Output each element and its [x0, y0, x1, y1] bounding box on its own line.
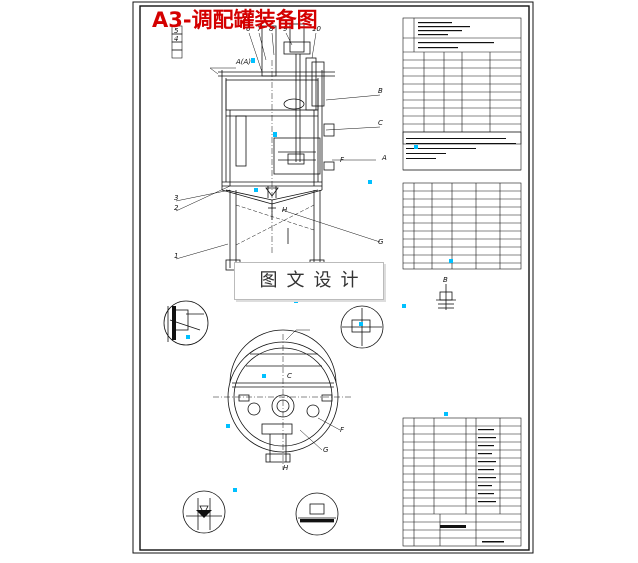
- parts-table-text: [440, 429, 504, 543]
- outer-frame: [132, 1, 534, 554]
- nozzle-table: [402, 182, 522, 270]
- plan-mark-g: G: [323, 446, 329, 454]
- leader-1: 1: [174, 252, 178, 260]
- leader-2: 2: [174, 204, 179, 212]
- view-b-label: B: [443, 276, 448, 284]
- drawing-title: A3-调配罐装备图: [152, 8, 318, 32]
- leader-9: 9: [283, 25, 288, 33]
- watermark-badge: 图文设计: [234, 262, 384, 300]
- detail-hatching: [172, 306, 334, 522]
- spec-table: [402, 17, 522, 171]
- leader-7: 7: [257, 25, 262, 33]
- leader-labels: 5 4 3 2 1 6 7 8 9 10 A(A) B C F A G H B …: [174, 25, 448, 472]
- plan-mark-f: F: [340, 426, 345, 434]
- plan-mark-c: C: [287, 372, 292, 380]
- vessel-elevation: [175, 23, 381, 271]
- mark-view-a: A: [381, 154, 387, 162]
- highlight-marks: [186, 58, 453, 492]
- mark-b: B: [378, 87, 383, 95]
- plan-view: [213, 329, 353, 470]
- mark-g: G: [378, 238, 384, 246]
- leader-8: 8: [269, 25, 274, 33]
- mark-h: H: [282, 206, 288, 214]
- spec-table-text: [406, 22, 516, 159]
- mark-f: F: [340, 156, 345, 164]
- leader-4: 4: [174, 35, 178, 43]
- parts-table: [402, 417, 522, 547]
- leader-stack: [171, 25, 183, 59]
- leader-3: 3: [174, 194, 178, 202]
- leader-10: 10: [312, 25, 321, 33]
- mark-a: A(A): [235, 58, 251, 66]
- plan-mark-h: H: [283, 464, 289, 472]
- watermark-text: 图文设计: [259, 270, 368, 291]
- inner-frame: [139, 5, 530, 551]
- mark-c: C: [378, 119, 383, 127]
- leader-6: 6: [246, 25, 251, 33]
- detail-views: [163, 284, 456, 536]
- leader-5: 5: [174, 27, 179, 35]
